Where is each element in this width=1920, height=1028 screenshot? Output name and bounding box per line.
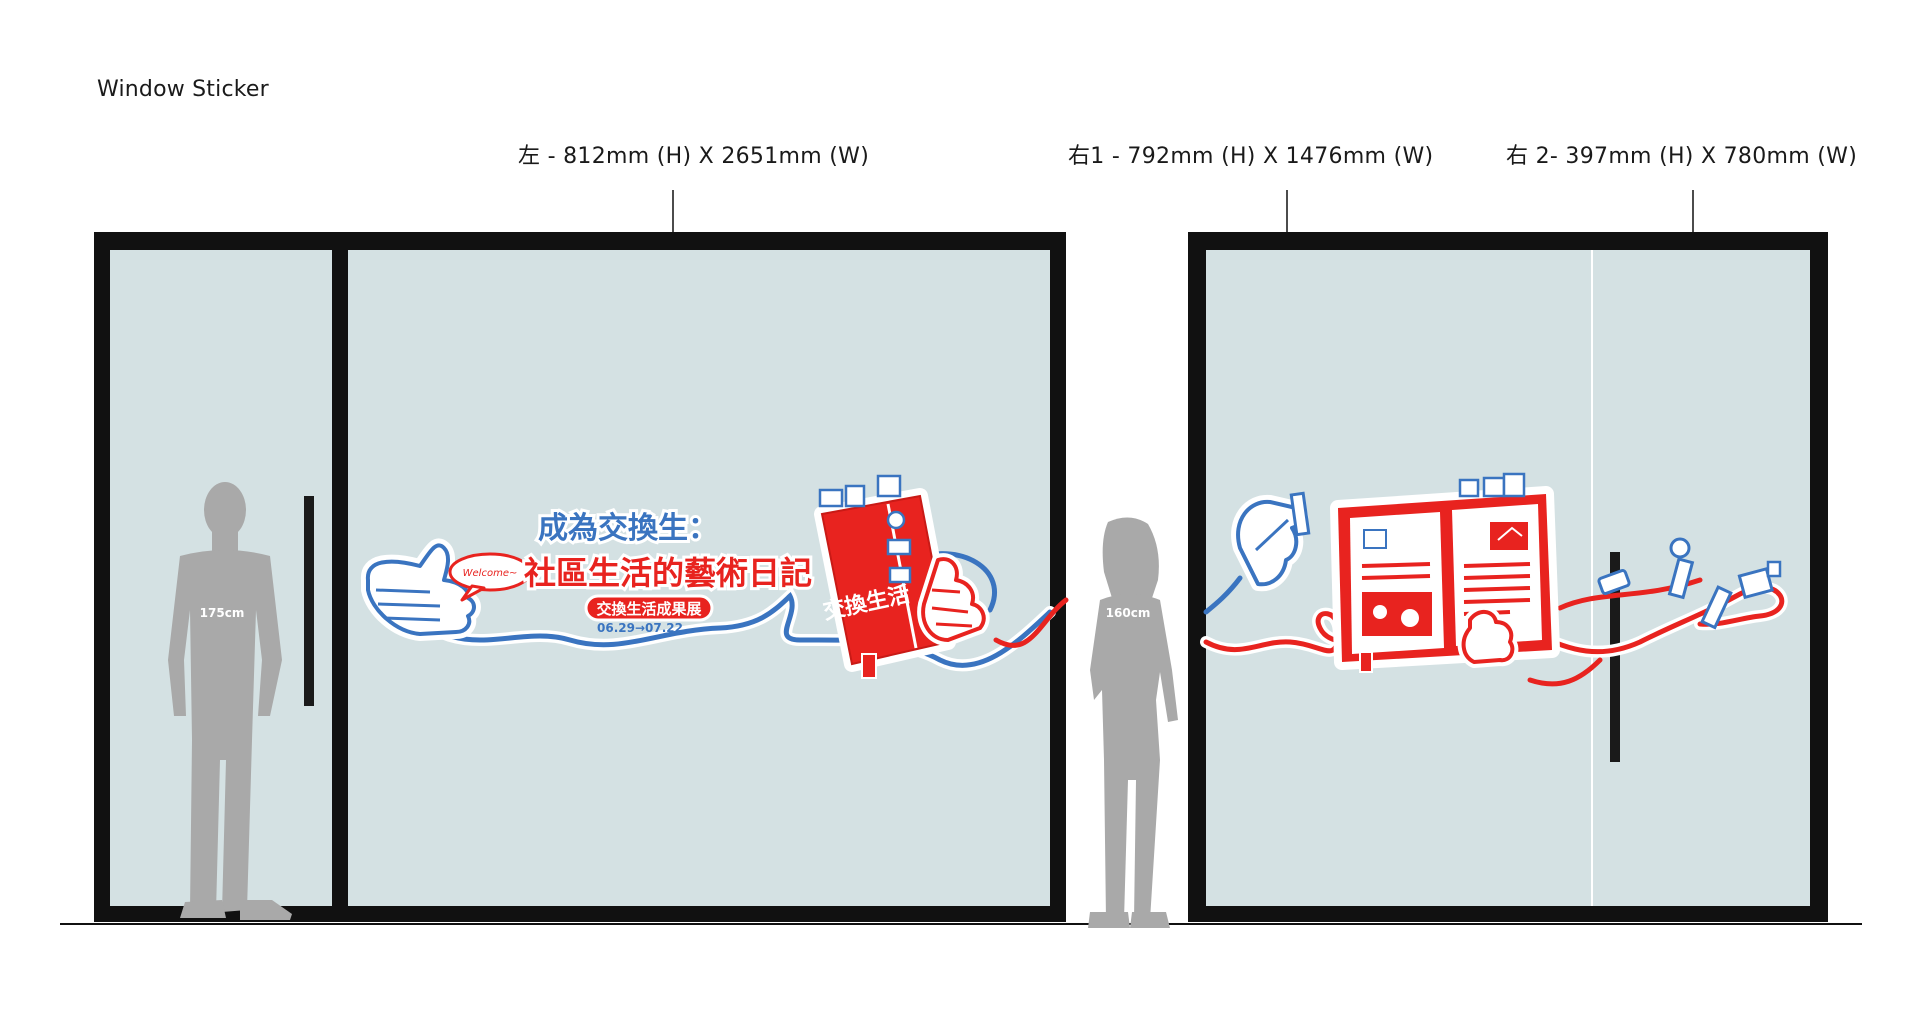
poster-subtitle: 交換生活成果展 (596, 600, 701, 618)
right-sticker-artwork (1200, 472, 1788, 687)
hand-holding-open-book (1457, 606, 1519, 668)
left-sticker-artwork: Welcome~ 成為交換生： 社區生活的藝術日記 交換生活成果展 06.29→… (361, 474, 1069, 679)
woman-height-label: 160cm (1106, 606, 1151, 620)
speech-bubble-text: Welcome~ (463, 568, 518, 579)
dimension-label-left: 左 - 812mm (H) X 2651mm (W) (518, 144, 870, 169)
blue-cable (417, 591, 1053, 668)
door-handle-left[interactable] (304, 496, 314, 706)
speech-bubble: Welcome~ (448, 552, 532, 602)
dimension-label-right2: 右 2- 397mm (H) X 780mm (W) (1506, 144, 1858, 169)
writing-hand (1231, 491, 1311, 592)
poster-dates: 06.29→07.22 (597, 621, 683, 635)
page-title: Window Sticker (97, 77, 269, 102)
open-red-book (1330, 472, 1560, 673)
woman-silhouette (1088, 517, 1178, 928)
door-handle-right[interactable] (1610, 552, 1620, 762)
waving-hand-left (361, 538, 481, 641)
hand-holding-book (917, 553, 990, 646)
man-height-label: 175cm (200, 606, 245, 620)
poster-title-line1: 成為交換生： (538, 511, 718, 546)
dimension-label-right1: 右1 - 792mm (H) X 1476mm (W) (1068, 144, 1434, 169)
poster-title-line2: 社區生活的藝術日記 (524, 554, 812, 592)
poster-title-block: 成為交換生： 社區生活的藝術日記 交換生活成果展 06.29→07.22 (521, 508, 815, 635)
man-silhouette (168, 482, 292, 920)
stationery-icons (1597, 537, 1782, 630)
